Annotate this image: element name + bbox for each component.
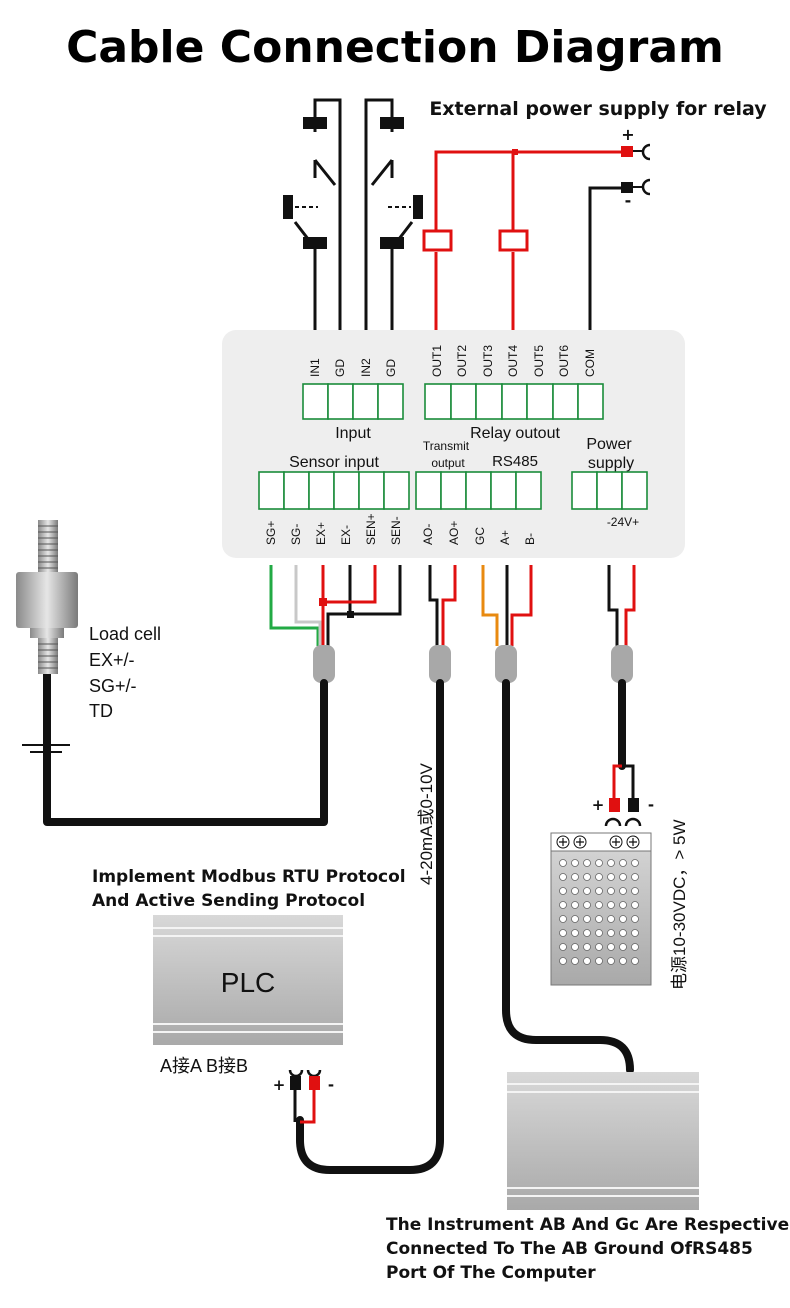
sensor-terminal-block (258, 471, 410, 510)
svg-text:GD: GD (333, 359, 347, 377)
loadcell-label-2: EX+/- (89, 650, 135, 670)
svg-text:OUT1: OUT1 (430, 345, 444, 377)
relay-terminal-block (424, 383, 604, 420)
svg-text:+: + (273, 1076, 286, 1094)
relay-coil-1 (422, 229, 453, 252)
psu-lugs: + - (592, 764, 654, 827)
relay-coil-2 (498, 229, 529, 252)
power-label-2: supply (588, 455, 634, 472)
power-cable-gland (611, 645, 633, 683)
bottom-terminal-labels: SG+ SG- EX+ EX- SEN+ SEN- AO- AO+ GC A+ … (264, 513, 537, 545)
svg-text:GD: GD (384, 359, 398, 377)
svg-text:B-: B- (523, 533, 537, 545)
svg-text:SEN-: SEN- (389, 516, 403, 545)
relay-supply-label: External power supply for relay (429, 98, 767, 120)
svg-text:AO-: AO- (421, 524, 435, 545)
svg-text:EX+: EX+ (314, 522, 328, 545)
loadcell-label-1: Load cell (89, 624, 161, 644)
relay-supply-terminals: + - (621, 125, 651, 210)
svg-text:+: + (621, 125, 634, 144)
analog-cable-gland (429, 645, 451, 683)
transmit-label-1: Transmit (423, 439, 470, 453)
plc-box (153, 915, 343, 1045)
svg-text:OUT4: OUT4 (506, 345, 520, 377)
svg-text:IN2: IN2 (359, 358, 373, 377)
sensor-cable (43, 668, 328, 826)
svg-text:+: + (592, 796, 605, 814)
svg-text:OUT2: OUT2 (455, 345, 469, 377)
svg-text:GC: GC (473, 527, 487, 545)
rs485-wires (481, 565, 533, 646)
power-terminal-block (571, 471, 648, 510)
rs485-label: RS485 (492, 453, 538, 470)
plc-caption-2: And Active Sending Protocol (92, 891, 365, 911)
diagram-title: Cable Connection Diagram (66, 22, 724, 73)
plc-lugs: + - (273, 1069, 334, 1124)
svg-text:-: - (328, 1076, 334, 1094)
loadcell-label-4: TD (89, 701, 113, 721)
svg-text:SEN+: SEN+ (364, 513, 378, 545)
svg-text:OUT6: OUT6 (557, 345, 571, 377)
input-terminal-block (302, 383, 404, 420)
svg-text:SG+: SG+ (264, 521, 278, 545)
analog-wires (428, 565, 457, 646)
top-terminal-labels: IN1 GD IN2 GD OUT1 OUT2 OUT3 OUT4 OUT5 O… (308, 345, 597, 377)
computer-caption-1: The Instrument AB And Gc Are Respectivel… (386, 1215, 790, 1235)
relay-wiring (422, 149, 625, 330)
svg-text:IN1: IN1 (308, 358, 322, 377)
relay-group-label: Relay outout (470, 425, 560, 442)
sensor-group-label: Sensor input (289, 454, 379, 471)
psu-vent-holes (559, 859, 639, 965)
analog-cable (296, 679, 444, 1174)
input-switch-2 (364, 98, 423, 330)
svg-text:COM: COM (583, 349, 597, 377)
transmit-rs485-terminal-block (415, 471, 542, 510)
sensor-cable-gland (313, 645, 335, 683)
svg-text:-: - (648, 796, 654, 814)
computer-caption-2: Connected To The AB Ground OfRS485 (386, 1239, 753, 1259)
sensor-wires (269, 565, 402, 646)
psu-spec-label: 电源10-30VDC，> 5W (670, 819, 689, 990)
power-terminal-label: -24V+ (607, 515, 639, 529)
cable-break-mark (22, 744, 70, 753)
rs485-cable (502, 679, 634, 1074)
svg-text:OUT3: OUT3 (481, 345, 495, 377)
svg-text:A+: A+ (498, 530, 512, 545)
power-wires (607, 565, 636, 646)
input-group-label: Input (335, 425, 371, 442)
transmit-label-2: output (431, 456, 465, 470)
svg-text:-: - (625, 191, 632, 210)
svg-text:AO+: AO+ (447, 521, 461, 545)
computer-box (507, 1072, 699, 1210)
power-label-1: Power (586, 436, 632, 453)
computer-caption-3: Port Of The Computer (386, 1263, 596, 1283)
plc-label: PLC (221, 967, 275, 998)
plc-ab-note: A接A B接B (160, 1056, 248, 1076)
svg-text:EX-: EX- (339, 525, 353, 545)
rs485-cable-gland (495, 645, 517, 683)
input-switch-1 (283, 98, 342, 330)
plc-caption-1: Implement Modbus RTU Protocol (92, 867, 406, 887)
analog-output-label: 4-20mA或0-10V (417, 762, 436, 885)
load-cell (16, 520, 78, 674)
svg-text:SG-: SG- (289, 524, 303, 545)
svg-text:OUT5: OUT5 (532, 345, 546, 377)
loadcell-label-3: SG+/- (89, 676, 137, 696)
